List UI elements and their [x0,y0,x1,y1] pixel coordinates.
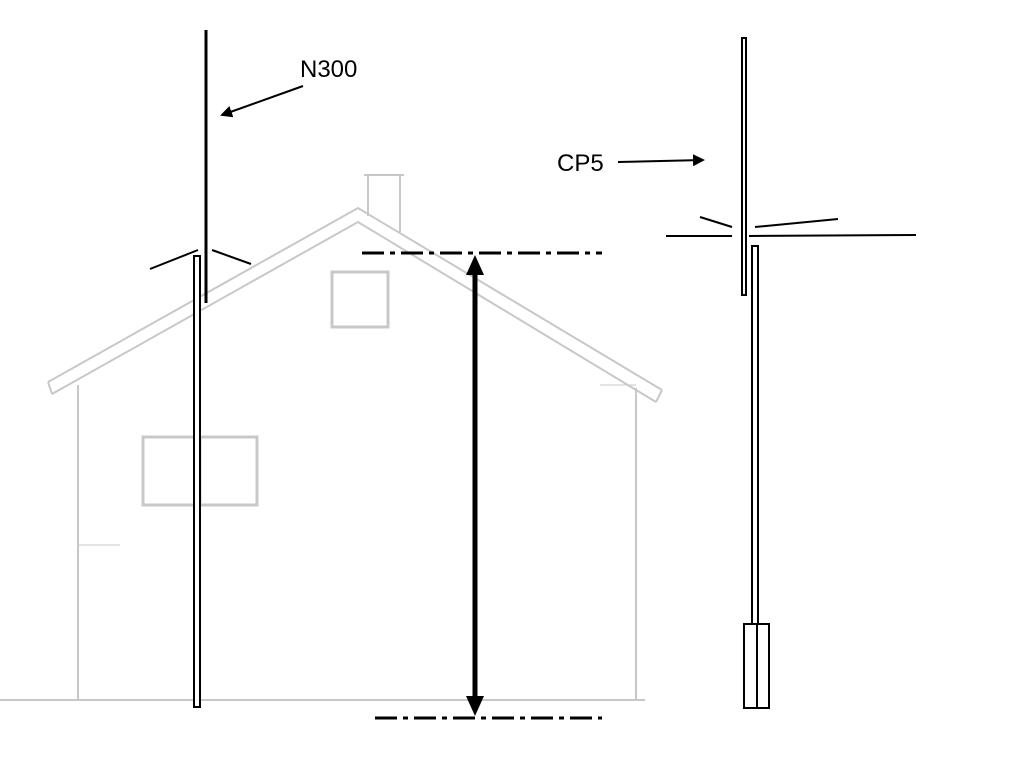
n300-mast [193,255,201,708]
attic-window [330,270,390,329]
n300-radial [211,249,252,265]
cp5-mast [751,245,759,626]
n300-radial [149,249,199,270]
n300-label: N300 [300,56,358,83]
cp5-label: CP5 [557,150,604,177]
cp5-whip [741,37,747,296]
roof-outer [47,206,663,391]
roof-inner [51,220,657,403]
n300-antenna [149,30,304,708]
cp5-radial [748,234,917,237]
cp5-antenna [617,37,917,709]
cp5-radial [754,218,839,228]
cp5-radial [699,216,733,228]
n300-pointer-arrow [220,85,304,118]
cp5-pointer-arrow [617,154,705,167]
height-dimension [362,251,602,720]
